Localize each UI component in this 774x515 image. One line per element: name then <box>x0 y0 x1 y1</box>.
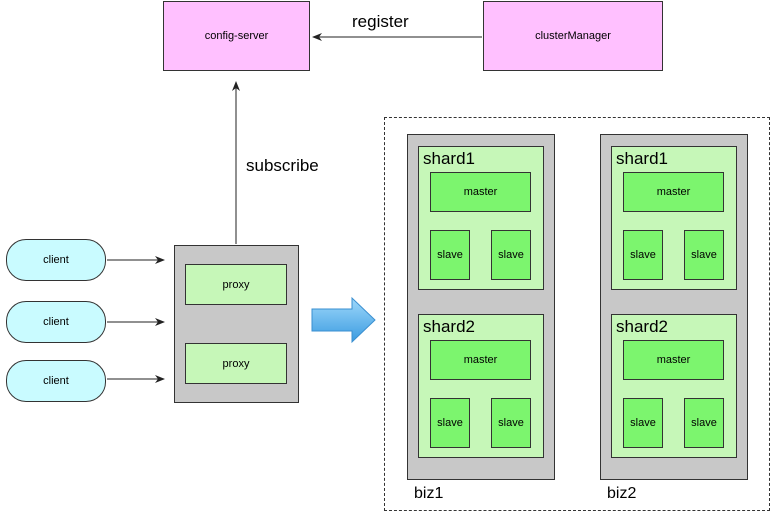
master-node: master <box>623 172 724 212</box>
cluster-manager-box: clusterManager <box>483 1 663 71</box>
master-label: master <box>463 354 498 366</box>
client-label: client <box>43 375 69 387</box>
client-node: client <box>6 301 106 343</box>
slave-label: slave <box>691 417 717 429</box>
slave-label: slave <box>630 249 656 261</box>
slave-label: slave <box>498 249 524 261</box>
config-server-label: config-server <box>204 30 269 42</box>
master-label: master <box>656 354 691 366</box>
slave-label: slave <box>437 417 463 429</box>
proxy-node: proxy <box>185 343 287 384</box>
biz-label: biz1 <box>414 485 444 502</box>
master-node: master <box>623 340 724 380</box>
slave-node: slave <box>623 230 663 280</box>
client-label: client <box>43 254 69 266</box>
slave-node: slave <box>684 230 724 280</box>
master-node: master <box>430 340 531 380</box>
master-label: master <box>463 186 498 198</box>
client-node: client <box>6 239 106 281</box>
cluster-container <box>384 117 770 511</box>
proxy-node: proxy <box>185 264 287 305</box>
shard-label: shard1 <box>616 149 668 168</box>
proxy-label: proxy <box>222 357 250 370</box>
cluster-manager-label: clusterManager <box>535 30 611 42</box>
shard-label: shard2 <box>616 317 668 336</box>
slave-node: slave <box>491 230 531 280</box>
biz-label: biz2 <box>607 485 637 502</box>
slave-node: slave <box>684 398 724 448</box>
slave-node: slave <box>430 398 470 448</box>
slave-label: slave <box>691 249 717 261</box>
client-node: client <box>6 360 106 402</box>
master-node: master <box>430 172 531 212</box>
slave-label: slave <box>498 417 524 429</box>
slave-label: slave <box>630 417 656 429</box>
shard-label: shard1 <box>423 149 475 168</box>
proxy-label: proxy <box>222 278 250 291</box>
client-label: client <box>43 316 69 328</box>
slave-label: slave <box>437 249 463 261</box>
subscribe-label: subscribe <box>246 156 319 175</box>
shard-label: shard2 <box>423 317 475 336</box>
slave-node: slave <box>623 398 663 448</box>
slave-node: slave <box>430 230 470 280</box>
flow-block-arrow <box>311 296 376 344</box>
slave-node: slave <box>491 398 531 448</box>
master-label: master <box>656 186 691 198</box>
config-server-box: config-server <box>163 1 310 71</box>
register-label: register <box>352 12 409 31</box>
